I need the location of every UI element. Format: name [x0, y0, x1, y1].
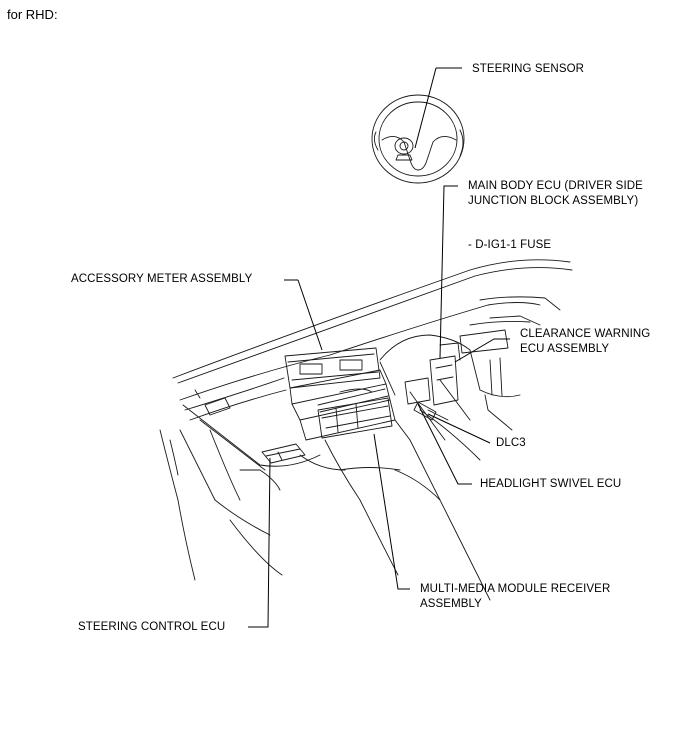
- clearance-warning-label: CLEARANCE WARNING ECU ASSEMBLY: [520, 328, 651, 355]
- steering-control-label: STEERING CONTROL ECU: [78, 621, 226, 633]
- main-body-ecu-label: MAIN BODY ECU (DRIVER SIDE JUNCTION BLOC…: [468, 180, 643, 207]
- diagram-heading: for RHD:: [7, 7, 58, 22]
- headlight-swivel-label: HEADLIGHT SWIVEL ECU: [480, 478, 622, 490]
- steering-sensor-label: STEERING SENSOR: [472, 63, 585, 75]
- steering-wheel-drawing: [371, 94, 465, 184]
- leader-lines: [248, 67, 510, 628]
- accessory-meter-drawing: [284, 347, 381, 389]
- dashboard-drawing: [159, 259, 573, 601]
- dlc3-label: DLC3: [496, 437, 526, 449]
- steering-control-ecu-drawing: [261, 443, 306, 464]
- accessory-meter-label: ACCESSORY METER ASSEMBLY: [71, 273, 253, 285]
- multimedia-receiver-drawing: [317, 397, 393, 439]
- multimedia-receiver-label: MULTI-MEDIA MODULE RECEIVER ASSEMBLY: [420, 583, 611, 610]
- d-ig1-fuse-label: - D-IG1-1 FUSE: [468, 239, 552, 251]
- junction-block-drawing: [404, 342, 461, 421]
